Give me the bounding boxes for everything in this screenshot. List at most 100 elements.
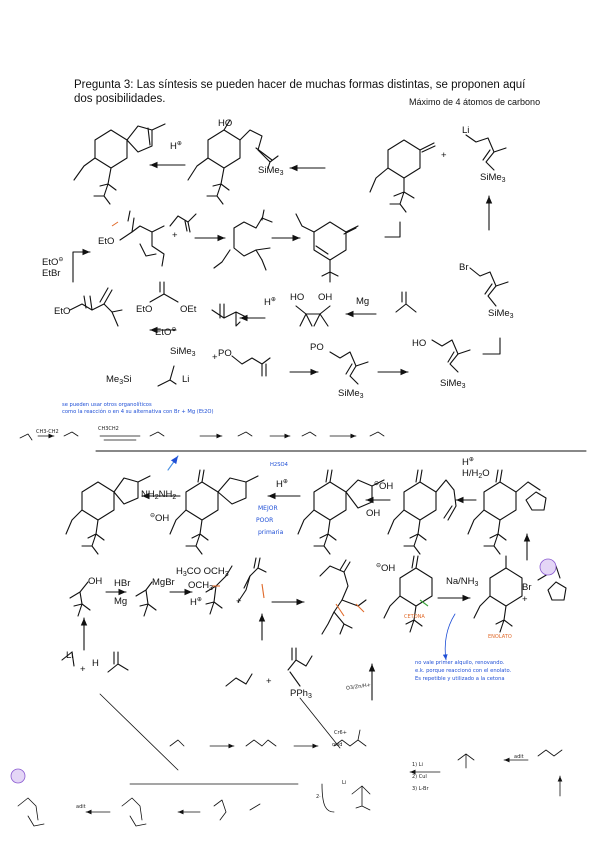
question-line-1: Pregunta 3: Las síntesis se pueden hacer… bbox=[74, 79, 526, 91]
h2so4-note: H2SO4 bbox=[270, 462, 288, 468]
plus-sign-1: + bbox=[441, 150, 447, 161]
keto-aldehyde bbox=[387, 469, 457, 555]
me3si-label: Me3Si bbox=[106, 374, 132, 386]
pinacol bbox=[295, 305, 331, 327]
silyl-reagent bbox=[157, 365, 177, 387]
blue-note-1: se pueden usar otros organolíticos bbox=[62, 402, 152, 408]
h-h2o-label: H⊕H/H2O bbox=[462, 457, 490, 481]
hbr-label: HBr bbox=[114, 578, 131, 589]
oh-label: OH bbox=[318, 292, 333, 303]
grignard bbox=[135, 581, 157, 617]
handwritten-strip bbox=[19, 431, 385, 441]
bromide-vinylsilane bbox=[469, 267, 509, 307]
cetona-note: CETONA bbox=[404, 614, 425, 620]
acetone bbox=[395, 291, 417, 313]
pph3-label: PPh3 bbox=[290, 688, 312, 700]
diethyl-malonate-like bbox=[69, 287, 123, 327]
hw-adit-1: adit bbox=[514, 754, 524, 760]
cyclohexenone-2 bbox=[383, 555, 433, 633]
nanh3-label: Na/NH3 bbox=[446, 576, 479, 588]
li-label: Li bbox=[462, 125, 470, 136]
purple-marker-icon bbox=[539, 558, 557, 576]
tertiary-alcohol-intermediate bbox=[187, 119, 279, 205]
sime3-label-3: SiMe3 bbox=[488, 308, 514, 320]
pinacolone bbox=[211, 303, 249, 327]
sime3-label-5: SiMe3 bbox=[170, 346, 196, 358]
alkylated-ketoester bbox=[119, 210, 165, 267]
po-ketone bbox=[231, 355, 271, 377]
hw-number-2: 2· bbox=[316, 794, 321, 800]
oh-base-label: ⊖OH bbox=[150, 513, 170, 525]
methyl-vinyl-ketone bbox=[169, 213, 197, 233]
ho-vinylsilane bbox=[431, 339, 471, 373]
spiro-diene-product bbox=[73, 123, 166, 205]
acetal-aldehyde bbox=[205, 565, 233, 615]
eto-base-label: EtO⊖ bbox=[155, 327, 177, 339]
diethyl-carbonate bbox=[149, 281, 179, 303]
oet-label: OEt bbox=[180, 304, 197, 315]
cyclohexanone-fragment bbox=[369, 139, 436, 213]
h-label-formate: H bbox=[92, 658, 99, 669]
och3-label: OCH3 bbox=[188, 580, 214, 592]
poor-note: POOR bbox=[256, 517, 274, 524]
po-vinylsilane bbox=[329, 351, 369, 385]
cyclohexenone bbox=[295, 213, 359, 283]
mejor-note: MEJOR bbox=[258, 505, 278, 512]
oh-label-5: OH bbox=[88, 576, 103, 587]
hw-strip-1: CH3-CH2 bbox=[36, 429, 59, 435]
h-plus-label-4: H⊕ bbox=[190, 597, 202, 609]
dioxolane-ketone bbox=[467, 469, 547, 555]
ho-label-2: HO bbox=[290, 292, 305, 303]
mg-label-2: Mg bbox=[114, 596, 128, 607]
h-plus-label-2: H⊕ bbox=[264, 297, 276, 309]
oh-label-4: OH bbox=[366, 508, 381, 519]
blue-na-note-2: e.k. porque reaccionó con el enolato. bbox=[415, 668, 512, 674]
propanal bbox=[225, 673, 253, 687]
h3co-label: H3CO OCH3 bbox=[176, 566, 229, 578]
mgbr-label: MgBr bbox=[152, 577, 175, 588]
mg-label: Mg bbox=[356, 296, 370, 307]
sime3-label-4: SiMe3 bbox=[440, 378, 466, 390]
primary-alcohol bbox=[69, 581, 91, 617]
plus-sign-4: + bbox=[236, 596, 242, 607]
eto-label: EtO⊖ bbox=[42, 257, 64, 269]
blue-note-2: como la reacción o en 4 su alternativa c… bbox=[62, 409, 214, 415]
ho-label: HO bbox=[218, 118, 233, 129]
h-plus-label: H⊕ bbox=[170, 141, 182, 153]
br-label: Br bbox=[459, 262, 469, 273]
eto-ester-label: EtO bbox=[98, 236, 115, 247]
eto-label-3: EtO bbox=[136, 304, 153, 315]
hw-adit-2: adit bbox=[76, 804, 86, 810]
step1-label: 1) Li bbox=[412, 762, 423, 768]
hw-li: Li bbox=[342, 780, 347, 786]
li-label-3: Li bbox=[66, 650, 74, 661]
enolate bbox=[473, 555, 523, 633]
michael-adduct bbox=[213, 209, 273, 271]
etbr-label: EtBr bbox=[42, 268, 61, 279]
po-label-2: PO bbox=[310, 342, 324, 353]
question-note: Máximo de 4 átomos de carbono bbox=[409, 97, 541, 107]
enolato-note: ENOLATO bbox=[488, 634, 512, 640]
question-line-2: dos posibilidades. bbox=[74, 93, 166, 105]
cr6-label: Cr6+ bbox=[334, 730, 347, 736]
bottom-sequence-3 bbox=[17, 797, 261, 827]
eto-label-2: EtO bbox=[54, 306, 71, 317]
li-label-2: Li bbox=[182, 374, 190, 385]
ethyl-lithium bbox=[61, 651, 75, 667]
aldol-alcohol bbox=[297, 469, 385, 555]
br-label-2: Br bbox=[522, 582, 532, 593]
hw-strip-2: CH3CH2 bbox=[98, 426, 119, 432]
mvk-2 bbox=[237, 557, 267, 603]
plus-sign-2: + bbox=[172, 230, 178, 241]
primaria-note: primaria bbox=[258, 529, 284, 536]
step2-label: 2) CuI bbox=[412, 774, 427, 780]
sime3-label-6: SiMe3 bbox=[338, 388, 364, 400]
oh-base-label-2: ⊖OH bbox=[374, 481, 394, 493]
ho-label-3: HO bbox=[412, 338, 427, 349]
blue-na-note-3: Es repetible y utilizado a la cetona bbox=[415, 676, 505, 682]
phosphorane bbox=[287, 647, 313, 687]
oxid-label: oxid bbox=[332, 742, 343, 748]
blue-na-note-1: no vale primer alquilo, renovando. bbox=[415, 660, 505, 666]
